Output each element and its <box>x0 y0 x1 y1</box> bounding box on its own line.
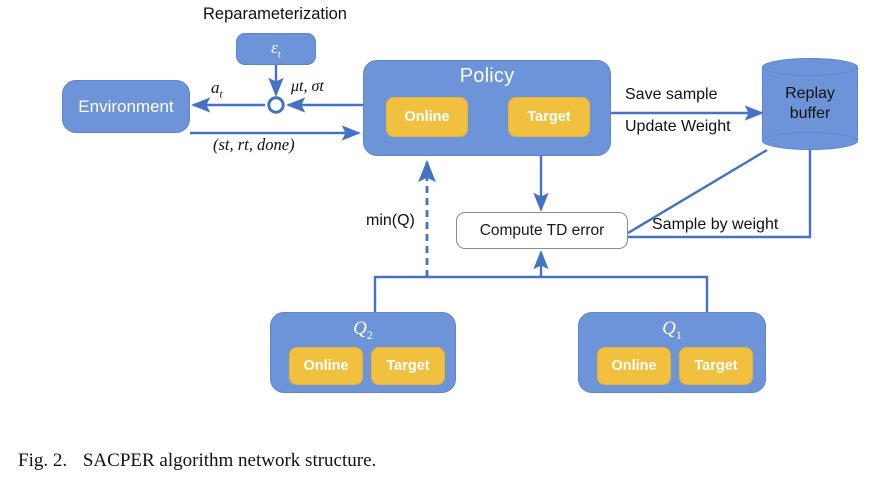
policy-node[interactable]: Policy Online Target <box>363 60 611 156</box>
epsilon-node[interactable]: εt <box>236 33 316 65</box>
min-q-label: min(Q) <box>366 212 415 229</box>
compute-td-error-node[interactable]: Compute TD error <box>456 212 628 249</box>
figure-caption-number: Fig. 2. <box>18 450 68 471</box>
epsilon-label: εt <box>271 37 281 61</box>
compute-td-error-label: Compute TD error <box>479 221 605 239</box>
policy-title: Policy <box>459 65 515 87</box>
q2-target-block[interactable]: Target <box>371 347 445 385</box>
q2-target-label: Target <box>386 358 430 374</box>
q1-online-block[interactable]: Online <box>597 347 671 385</box>
update-weight-label: Update Weight <box>625 118 731 135</box>
q1-target-block[interactable]: Target <box>679 347 753 385</box>
policy-target-label: Target <box>527 109 571 125</box>
reparameterization-label: Reparameterization <box>203 5 347 23</box>
replay-buffer-bottom-ellipse <box>762 132 858 150</box>
q1-online-label: Online <box>611 358 657 374</box>
q1-target-label: Target <box>694 358 738 374</box>
connector-q-bus <box>373 275 709 312</box>
replay-buffer-label: Replay buffer <box>785 85 835 122</box>
q2-node[interactable]: Q2 Online Target <box>270 312 456 393</box>
replay-buffer-node[interactable]: Replay buffer <box>762 58 858 150</box>
junction-circle <box>267 96 285 114</box>
figure-caption-text: SACPER algorithm network structure. <box>82 450 377 471</box>
policy-online-block[interactable]: Online <box>386 97 468 137</box>
save-sample-label: Save sample <box>625 86 718 103</box>
q2-online-block[interactable]: Online <box>289 347 363 385</box>
policy-online-label: Online <box>404 109 450 125</box>
figure-caption: Fig. 2. SACPER algorithm network structu… <box>18 450 376 472</box>
replay-buffer-top-ellipse <box>762 58 858 76</box>
transition-tuple-label: (st, rt, done) <box>213 135 295 154</box>
environment-label: Environment <box>78 96 174 116</box>
environment-node[interactable]: Environment <box>62 80 190 133</box>
q1-node[interactable]: Q1 Online Target <box>578 312 766 393</box>
policy-target-block[interactable]: Target <box>508 97 590 137</box>
action-label: at <box>211 78 223 101</box>
q2-title: Q2 <box>353 318 373 342</box>
mu-sigma-label: μt, σt <box>291 78 324 95</box>
sample-by-weight-label: Sample by weight <box>652 216 779 233</box>
q2-online-label: Online <box>303 358 349 374</box>
q1-title: Q1 <box>662 318 682 342</box>
replay-buffer-body <box>762 67 858 141</box>
